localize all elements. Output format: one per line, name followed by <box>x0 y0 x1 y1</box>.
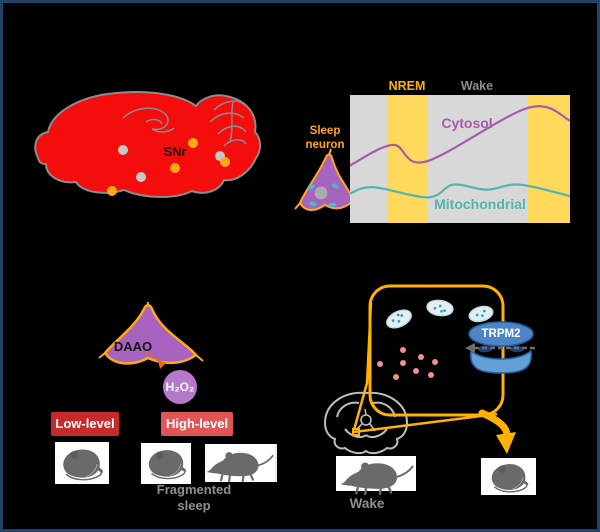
release-arrow <box>144 352 166 369</box>
mouse-image-high-awake <box>205 444 275 482</box>
high-level-badge: High-level <box>161 412 233 436</box>
sleep-neuron-label: Sleep neuron <box>305 125 345 151</box>
chart-curves <box>350 105 570 199</box>
zoom-callout-lines <box>352 302 498 434</box>
wake-state-label: Wake <box>460 79 494 93</box>
mouse-image-low-level <box>55 442 109 484</box>
low-level-badge: Low-level <box>51 412 119 436</box>
cell-mitochondria <box>386 299 494 329</box>
mouse-image-high-sleep <box>141 443 191 484</box>
wake-caption: Wake <box>349 496 385 511</box>
daao-enzyme-label: DAAO <box>113 339 153 354</box>
nrem-band <box>387 95 427 223</box>
chart-series-mitochondrial <box>350 183 570 199</box>
mitochondrial-series-label: Mitochondrial <box>434 196 526 212</box>
daao-neuron <box>98 301 204 365</box>
nucleus <box>314 186 328 200</box>
trpm2-channel-label: TRPM2 <box>481 328 521 340</box>
image-divider <box>275 444 277 482</box>
snr-region-label: SNr <box>163 144 187 159</box>
sleep-neuron <box>294 148 359 211</box>
outcome-arrow <box>478 409 516 454</box>
brain-anatomy-lines <box>122 100 247 147</box>
mitochondria-in-neuron <box>307 183 339 208</box>
coronal-brain-section <box>323 391 409 455</box>
h2o2-molecule-label: H₂O₂ <box>165 380 195 394</box>
neuron-cell-membrane <box>368 284 505 417</box>
h2o2-dots <box>377 347 438 380</box>
mouse-image-sleep-result <box>481 458 536 495</box>
h2o2-dynamics-chart: Cytosol Mitochondrial <box>350 95 570 223</box>
sagittal-brain <box>34 91 261 198</box>
mouse-image-wake <box>336 456 416 491</box>
nrem-state-label: NREM <box>388 79 426 93</box>
chart-series-cytosol <box>350 105 570 167</box>
cytosol-series-label: Cytosol <box>441 115 493 131</box>
fragmented-sleep-caption: Fragmented sleep <box>156 482 232 513</box>
